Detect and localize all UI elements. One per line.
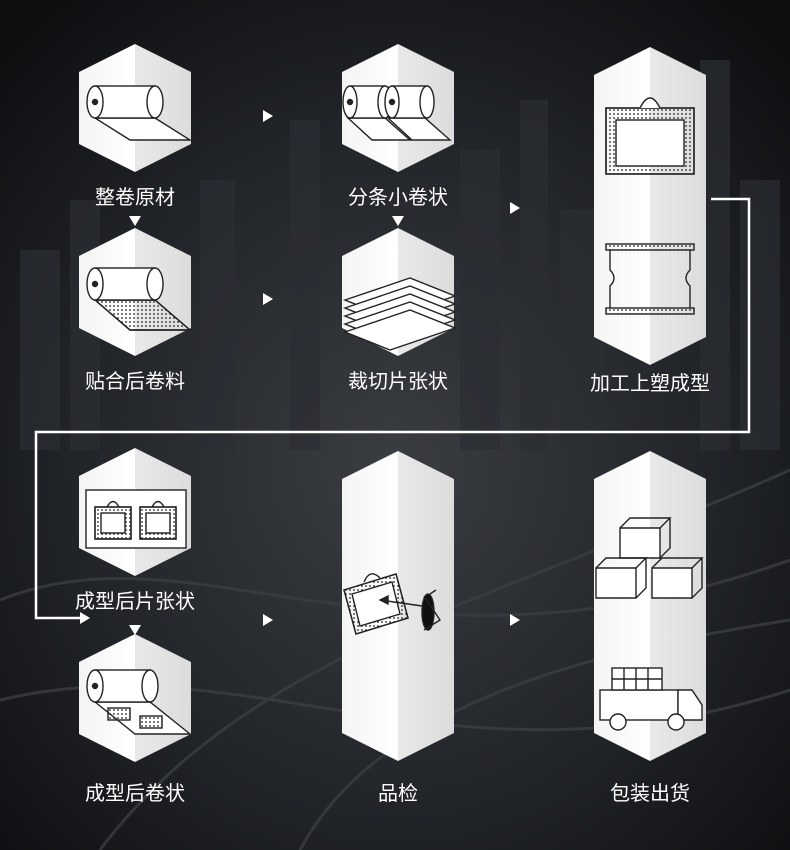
arrow-right-icon (263, 293, 273, 305)
step-label-slit-rolls: 分条小卷状 (348, 185, 448, 209)
step-label-formed-roll: 成型后卷状 (85, 781, 185, 805)
connector-line (34, 197, 751, 620)
step-label-inspection: 品检 (378, 781, 418, 805)
formed-sheet-icon (85, 489, 187, 549)
step-label-cut-sheets: 裁切片张状 (348, 369, 448, 393)
arrow-down-icon (392, 216, 404, 226)
step-tile-thermoform (594, 47, 706, 365)
arrow-down-icon (129, 216, 141, 226)
step-label-thermoform: 加工上塑成型 (590, 371, 710, 395)
step-label-laminated-roll: 贴合后卷料 (85, 369, 185, 393)
double-roll-icon (342, 85, 452, 141)
stacked-sheets-icon (342, 277, 458, 351)
arrow-right-icon (263, 110, 273, 122)
flow-arrows (129, 110, 520, 635)
connector-arrowhead (80, 612, 90, 624)
tile-face-right (650, 451, 706, 761)
single-roll-icon (86, 85, 193, 141)
step-label-ship: 包装出货 (610, 781, 690, 805)
formed-roll-icon (86, 669, 192, 735)
blister-tray-icon (605, 97, 695, 315)
inspection-icon (343, 573, 441, 635)
laminated-roll-icon (86, 267, 192, 331)
arrow-right-icon (510, 614, 520, 626)
tile-face-right (650, 47, 706, 365)
arrow-down-icon (129, 625, 141, 635)
tile-face-left (594, 47, 650, 365)
arrow-right-icon (263, 614, 273, 626)
arrow-right-icon (510, 202, 520, 214)
step-label-roll-raw: 整卷原材 (95, 185, 175, 209)
step-label-formed-sheets: 成型后片张状 (75, 589, 195, 613)
boxes-truck-icon (595, 517, 704, 731)
